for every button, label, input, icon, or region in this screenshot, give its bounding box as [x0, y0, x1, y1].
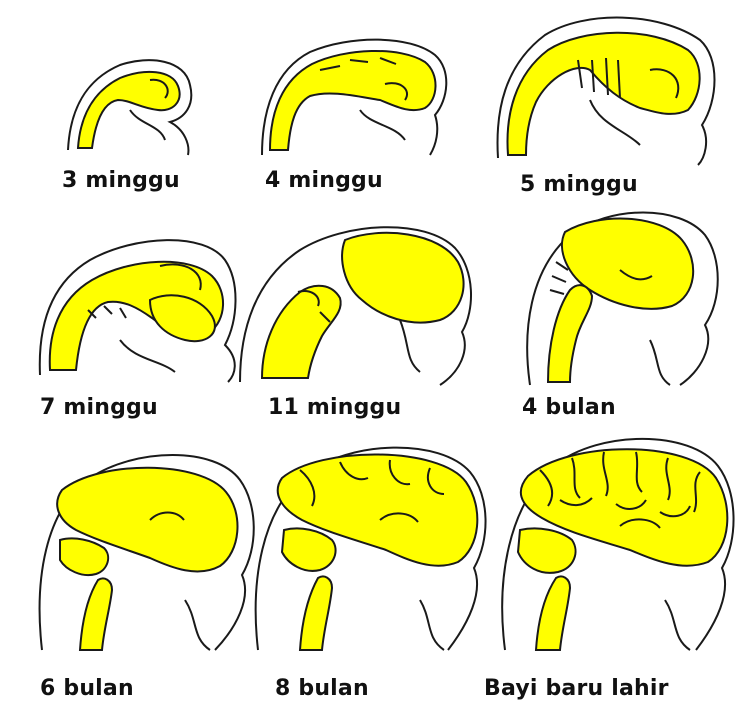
caption-7-minggu: 7 minggu [40, 395, 158, 420]
caption-5-minggu: 5 minggu [520, 172, 638, 197]
caption-6-bulan: 6 bulan [40, 676, 134, 701]
stage-7-minggu-illustration [40, 240, 236, 382]
caption-4-bulan: 4 bulan [522, 395, 616, 420]
stage-11-minggu-illustration [240, 227, 471, 385]
stage-3-minggu-illustration [68, 60, 191, 155]
stage-8-bulan-illustration [256, 448, 486, 650]
stage-6-bulan-illustration [40, 455, 254, 650]
caption-4-minggu: 4 minggu [265, 168, 383, 193]
caption-11-minggu: 11 minggu [268, 395, 401, 420]
stage-bayi-baru-lahir-illustration [502, 439, 733, 650]
stage-5-minggu-illustration [498, 18, 715, 165]
stage-4-minggu-illustration [262, 40, 446, 155]
caption-3-minggu: 3 minggu [62, 168, 180, 193]
caption-8-bulan: 8 bulan [275, 676, 369, 701]
caption-bayi-baru-lahir: Bayi baru lahir [484, 676, 669, 701]
stage-4-bulan-illustration [527, 213, 718, 386]
